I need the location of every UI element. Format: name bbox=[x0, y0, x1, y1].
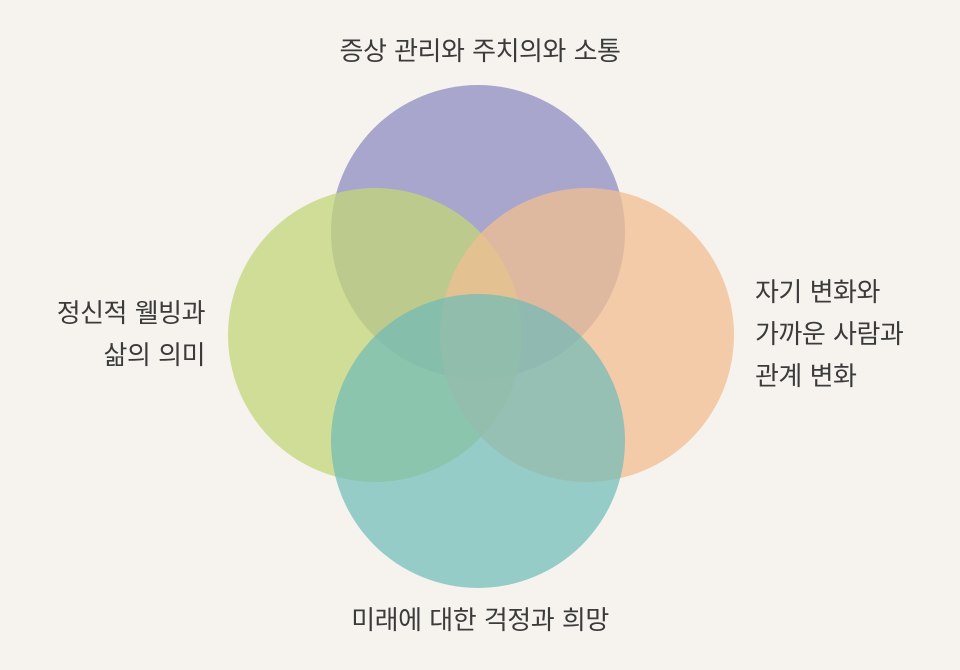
label-left: 정신적 웰빙과 삶의 의미 bbox=[56, 293, 206, 377]
label-right-line-1: 자기 변화와 bbox=[755, 278, 880, 308]
label-bottom-line-1: 미래에 대한 걱정과 희망 bbox=[351, 606, 609, 636]
circle-bottom bbox=[331, 294, 625, 588]
label-bottom: 미래에 대한 걱정과 희망 bbox=[0, 600, 960, 642]
label-left-line-2: 삶의 의미 bbox=[103, 341, 206, 371]
label-right-line-3: 관계 변화 bbox=[755, 362, 857, 392]
label-top-line-1: 증상 관리와 주치의와 소통 bbox=[339, 37, 621, 67]
label-right: 자기 변화와 가까운 사람과 관계 변화 bbox=[755, 272, 904, 398]
label-left-line-1: 정신적 웰빙과 bbox=[56, 299, 206, 329]
label-top: 증상 관리와 주치의와 소통 bbox=[0, 31, 960, 73]
label-right-line-2: 가까운 사람과 bbox=[755, 320, 904, 350]
